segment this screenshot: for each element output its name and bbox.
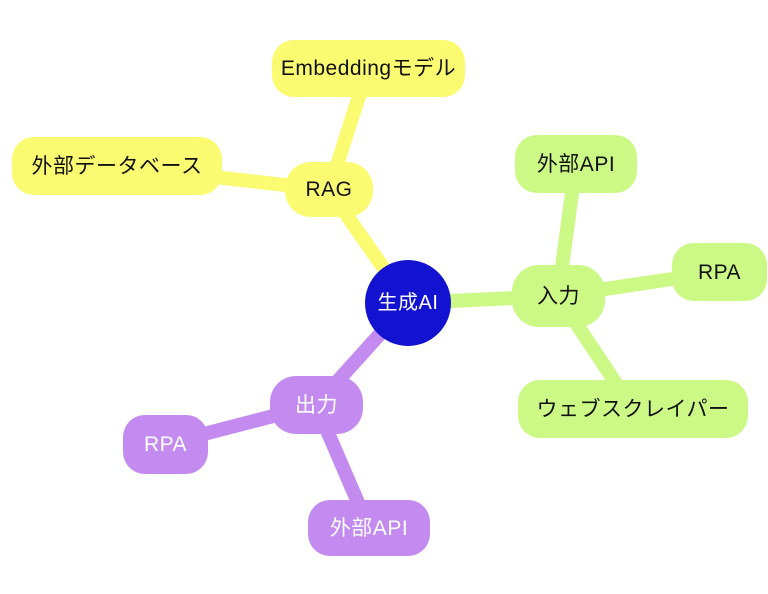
node-generative-ai-center: 生成AI: [365, 260, 451, 346]
node-output: 出力: [270, 376, 363, 434]
node-rag: RAG: [285, 162, 373, 217]
node-embedding-model: Embeddingモデル: [272, 40, 465, 97]
node-input-rpa: RPA: [672, 243, 767, 301]
node-input-external-api: 外部API: [515, 135, 637, 193]
node-web-scraper: ウェブスクレイパー: [518, 380, 748, 438]
node-output-rpa: RPA: [123, 415, 208, 474]
node-input: 入力: [512, 265, 605, 327]
node-output-external-api: 外部API: [308, 500, 430, 556]
node-external-database: 外部データベース: [12, 137, 222, 195]
